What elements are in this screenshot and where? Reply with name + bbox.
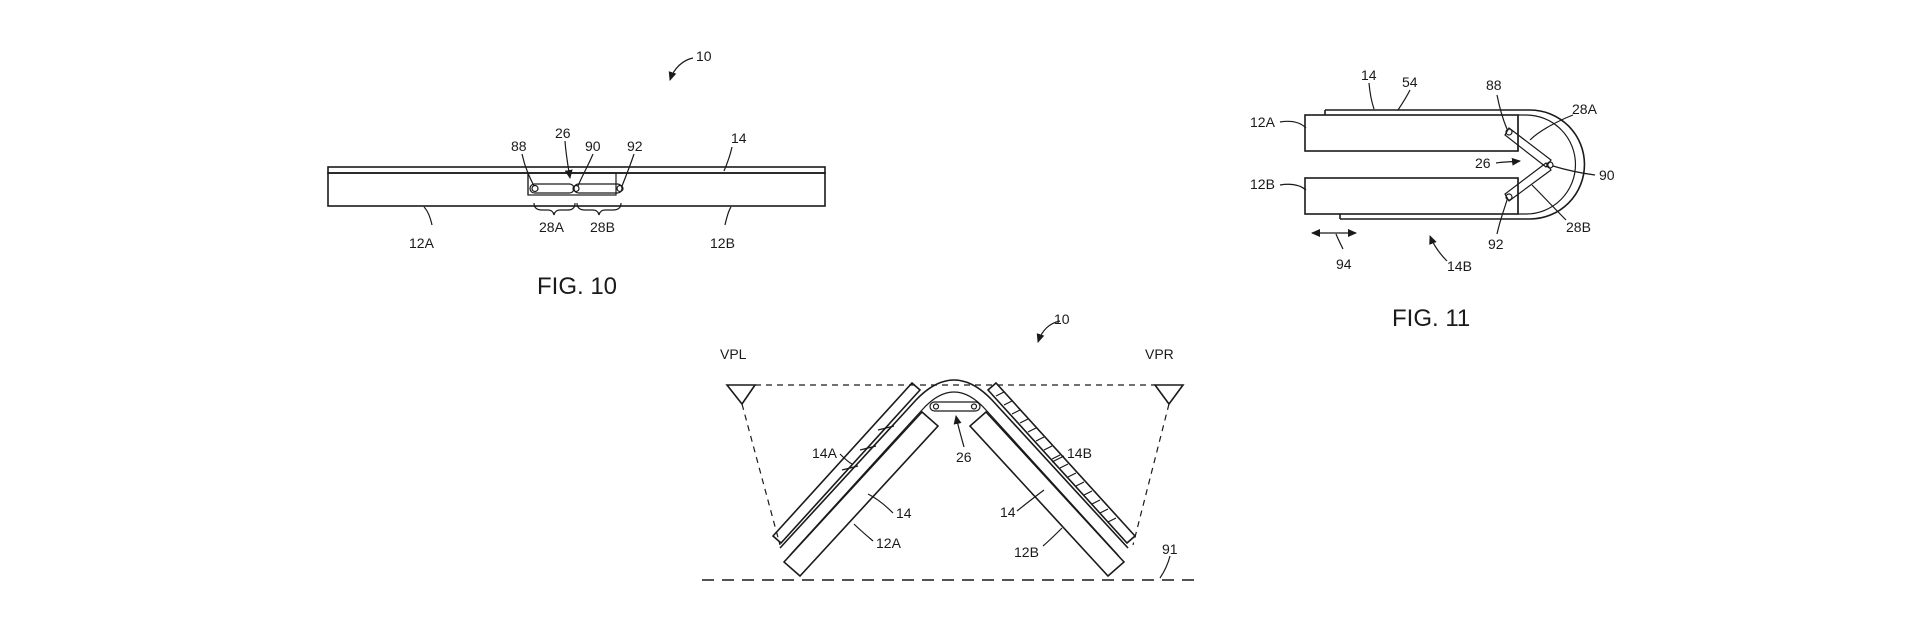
ref-14-label: 14 xyxy=(731,130,747,146)
sight-line-right xyxy=(1132,403,1170,546)
ref-28A-leader xyxy=(1529,114,1574,141)
ref-14B-leader xyxy=(1051,455,1065,463)
ref-14-right-leader xyxy=(1016,489,1045,512)
brace-28A xyxy=(533,202,576,216)
ref-28A-label: 28A xyxy=(539,219,565,235)
cover-14B xyxy=(986,381,1137,545)
bent-display-54 xyxy=(1518,109,1586,220)
ref-14A-label: 14A xyxy=(812,445,838,461)
cover-14A xyxy=(771,381,922,545)
ref-88-leader xyxy=(1496,94,1508,130)
ref-14-left-label: 14 xyxy=(896,505,912,521)
ref-92-leader xyxy=(1496,199,1508,235)
ref-14-right-label: 14 xyxy=(1000,504,1016,520)
housing-12A xyxy=(782,410,940,578)
ref-12A-leader xyxy=(423,206,433,226)
display-14-inner xyxy=(789,391,1119,556)
ref-14-label: 14 xyxy=(1361,67,1377,83)
fig-12-tent-mode: 10 91 VPL VPR xyxy=(702,311,1200,581)
ref-26-leader xyxy=(1495,157,1521,166)
ref-14-leader xyxy=(1368,82,1375,110)
sight-line-left xyxy=(741,403,781,546)
ref-14B-label: 14B xyxy=(1067,445,1092,461)
ref-12A-label: 12A xyxy=(876,535,902,551)
pivot-92 xyxy=(616,184,624,193)
housing-12B xyxy=(968,410,1126,578)
ref-94-leader xyxy=(1335,233,1344,250)
pivot-88 xyxy=(1505,128,1513,136)
fig-11-caption: FIG. 11 xyxy=(1392,305,1470,332)
display-layer-14 xyxy=(327,166,826,174)
ref-92-label: 92 xyxy=(1488,236,1504,252)
viewer-VPL-label: VPL xyxy=(720,346,747,362)
ref-90-leader xyxy=(1552,165,1596,176)
ref-90-label: 90 xyxy=(1599,167,1615,183)
ref-10-label: 10 xyxy=(1054,311,1070,327)
brace-28B xyxy=(576,202,622,216)
ref-12A-label: 12A xyxy=(1250,114,1276,130)
ref-28B-leader xyxy=(1531,184,1567,221)
viewer-VPR-icon xyxy=(1153,384,1185,406)
ref-12B-leader xyxy=(1042,527,1063,547)
ref-28A-label: 28A xyxy=(1572,101,1598,117)
ref-14A-leader xyxy=(839,453,853,465)
ref-88-label: 88 xyxy=(1486,77,1502,93)
ref-10-leader xyxy=(668,57,694,81)
display-14B-hatching xyxy=(995,391,1117,523)
viewer-VPR-label: VPR xyxy=(1145,346,1174,362)
ref-90-leader xyxy=(577,153,594,187)
ref-26-leader xyxy=(564,140,573,179)
ref-12A-leader xyxy=(1279,120,1307,129)
ref-14-left-leader xyxy=(867,493,894,514)
ref-14-leader xyxy=(723,146,733,172)
ref-26-label: 26 xyxy=(1475,155,1491,171)
link-28B xyxy=(573,183,623,194)
fig-10: 10 88 26 90 92 14 12A 12B 28A 28B xyxy=(327,48,826,300)
pivot-90 xyxy=(572,184,580,193)
hinge-pivot-left xyxy=(932,403,940,410)
ref-12B-label: 12B xyxy=(710,235,735,251)
ref-26-label: 26 xyxy=(956,449,972,465)
ref-91-label: 91 xyxy=(1162,541,1178,557)
ref-14B-leader xyxy=(1429,235,1448,262)
ref-26-leader xyxy=(953,415,965,448)
fig-11: 14 54 88 12A 28A 26 90 12B 28B 92 94 14B… xyxy=(1250,67,1615,332)
pivot-88 xyxy=(531,184,539,193)
display-14-outer xyxy=(779,379,1129,549)
ref-94-label: 94 xyxy=(1336,256,1352,272)
ref-54-leader xyxy=(1397,89,1411,111)
viewer-VPL-icon xyxy=(725,384,757,406)
ref-10-leader xyxy=(1036,320,1061,343)
ref-12A-leader xyxy=(853,523,874,542)
hinge-26 xyxy=(929,401,981,412)
ref-10-label: 10 xyxy=(696,48,712,64)
ref-28B-label: 28B xyxy=(590,219,615,235)
ref-12B-leader xyxy=(1279,183,1307,191)
ref-90-label: 90 xyxy=(585,138,601,154)
display-14A-hatching xyxy=(841,425,895,471)
ref-12B-leader xyxy=(724,206,732,226)
pivot-90 xyxy=(1546,161,1554,169)
housing-12A xyxy=(1304,114,1519,152)
ref-88-label: 88 xyxy=(511,138,527,154)
housing-12B xyxy=(1304,177,1519,215)
ref-12A-label: 12A xyxy=(409,235,435,251)
pivot-92 xyxy=(1505,193,1513,201)
ref-91-leader xyxy=(1159,555,1171,579)
ref-88-leader xyxy=(521,153,535,187)
ref-14B-label: 14B xyxy=(1447,258,1472,274)
ref-12B-label: 12B xyxy=(1250,176,1275,192)
ref-92-label: 92 xyxy=(627,138,643,154)
fig-10-caption: FIG. 10 xyxy=(537,273,617,300)
ref-54-label: 54 xyxy=(1402,74,1418,90)
housing-12A-12B xyxy=(327,172,826,207)
ref-12B-label: 12B xyxy=(1014,544,1039,560)
ref-28B-label: 28B xyxy=(1566,219,1591,235)
hinge-pivot-right xyxy=(970,403,978,410)
ref-26-label: 26 xyxy=(555,125,571,141)
ref-92-leader xyxy=(621,153,635,187)
